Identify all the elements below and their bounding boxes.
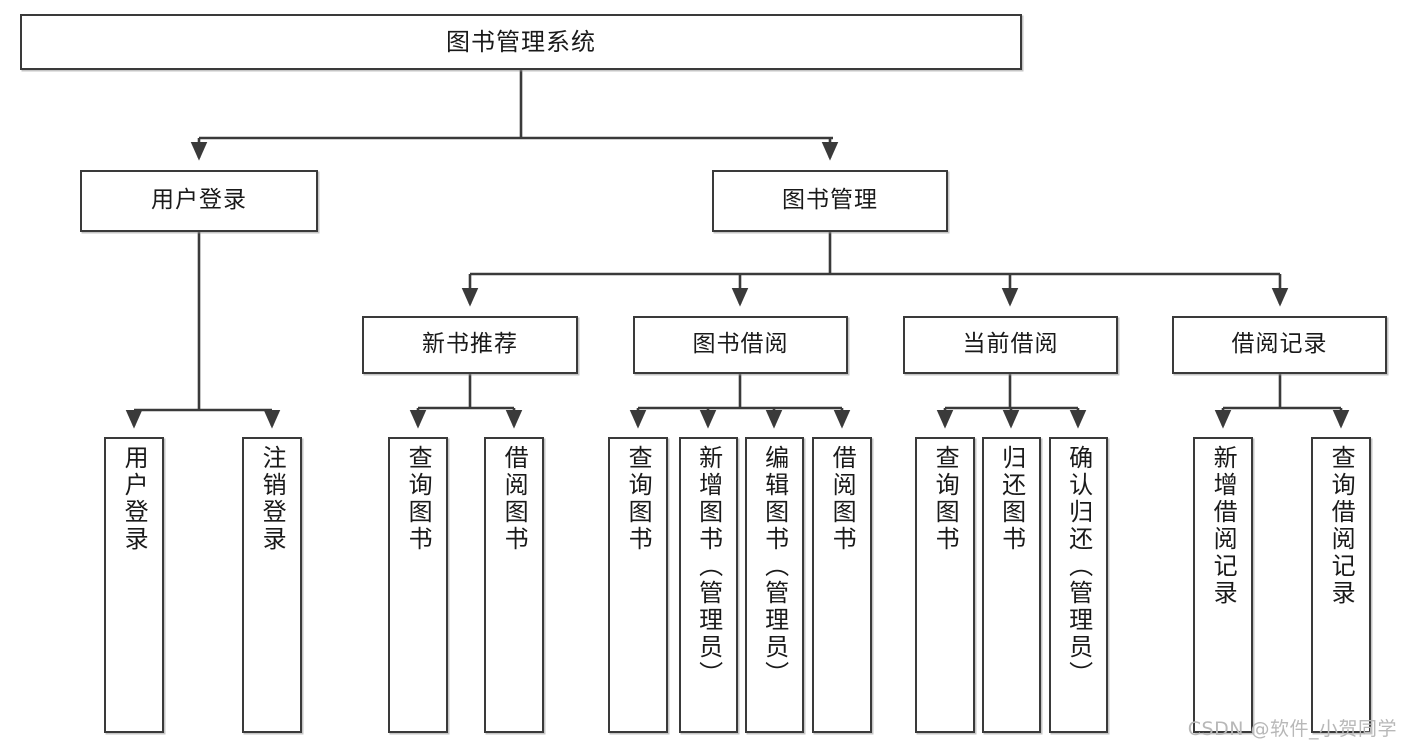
watermark: CSDN @软件_小贺同学 bbox=[1187, 718, 1397, 740]
node-root[interactable]: 图书管理系统 bbox=[20, 14, 1022, 70]
leaf-borrow-book[interactable]: 借阅图书 bbox=[812, 437, 872, 733]
leaf-add-book-admin[interactable]: 新增图书（管理员） bbox=[679, 437, 738, 733]
leaf-query-borrow-record-label: 查询借阅记录 bbox=[1327, 445, 1356, 607]
node-current-borrow[interactable]: 当前借阅 bbox=[903, 316, 1118, 374]
node-borrow-record-label: 借阅记录 bbox=[1231, 331, 1328, 358]
leaf-borrow-book-label: 借阅图书 bbox=[828, 445, 857, 553]
node-new-book-recommend-label: 新书推荐 bbox=[422, 331, 518, 358]
leaf-query-book-current-label: 查询图书 bbox=[931, 445, 960, 553]
leaf-add-borrow-record[interactable]: 新增借阅记录 bbox=[1193, 437, 1253, 733]
leaf-add-borrow-record-label: 新增借阅记录 bbox=[1209, 445, 1238, 607]
node-user-login[interactable]: 用户登录 bbox=[80, 170, 318, 232]
node-book-management[interactable]: 图书管理 bbox=[712, 170, 948, 232]
leaf-query-book-borrow[interactable]: 查询图书 bbox=[608, 437, 668, 733]
node-user-login-label: 用户登录 bbox=[151, 187, 247, 214]
leaf-query-borrow-record[interactable]: 查询借阅记录 bbox=[1311, 437, 1371, 733]
node-book-borrow-label: 图书借阅 bbox=[692, 331, 789, 358]
leaf-logout-label: 注销登录 bbox=[258, 445, 287, 553]
leaf-return-book[interactable]: 归还图书 bbox=[982, 437, 1041, 733]
leaf-edit-book-admin[interactable]: 编辑图书（管理员） bbox=[745, 437, 804, 733]
leaf-query-book-borrow-label: 查询图书 bbox=[624, 445, 653, 553]
leaf-add-book-admin-label: 新增图书（管理员） bbox=[694, 445, 723, 688]
leaf-logout[interactable]: 注销登录 bbox=[242, 437, 302, 733]
leaf-borrow-book-recommend[interactable]: 借阅图书 bbox=[484, 437, 544, 733]
leaf-confirm-return-admin-label: 确认归还（管理员） bbox=[1064, 445, 1093, 688]
leaf-confirm-return-admin[interactable]: 确认归还（管理员） bbox=[1049, 437, 1108, 733]
leaf-query-book-current[interactable]: 查询图书 bbox=[915, 437, 975, 733]
node-book-management-label: 图书管理 bbox=[782, 187, 878, 214]
leaf-user-login-label: 用户登录 bbox=[120, 445, 149, 553]
leaf-query-book-recommend[interactable]: 查询图书 bbox=[388, 437, 448, 733]
node-current-borrow-label: 当前借阅 bbox=[962, 331, 1059, 358]
node-root-label: 图书管理系统 bbox=[446, 27, 596, 56]
leaf-user-login[interactable]: 用户登录 bbox=[104, 437, 164, 733]
node-new-book-recommend[interactable]: 新书推荐 bbox=[362, 316, 578, 374]
leaf-borrow-book-recommend-label: 借阅图书 bbox=[500, 445, 529, 553]
leaf-query-book-recommend-label: 查询图书 bbox=[404, 445, 433, 553]
node-book-borrow[interactable]: 图书借阅 bbox=[633, 316, 848, 374]
leaf-edit-book-admin-label: 编辑图书（管理员） bbox=[760, 445, 789, 688]
node-borrow-record[interactable]: 借阅记录 bbox=[1172, 316, 1387, 374]
leaf-return-book-label: 归还图书 bbox=[997, 445, 1026, 553]
